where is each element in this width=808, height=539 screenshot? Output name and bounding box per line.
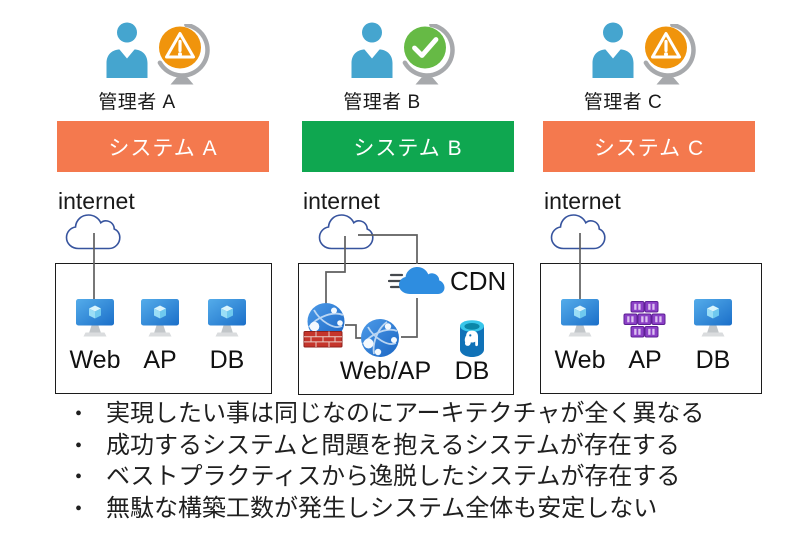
bullet-item: 実現したい事は同じなのにアーキテクチャが全く異なる	[62, 399, 772, 431]
node-web-c: Web	[545, 298, 615, 373]
system-banner-c: システム C	[543, 121, 755, 172]
vm-icon	[75, 298, 115, 342]
node-ap-a: AP	[125, 298, 195, 373]
vm-icon	[560, 298, 600, 342]
web-app-globe-icon	[360, 318, 400, 358]
bullet-item: 成功するシステムと問題を抱えるシステムが存在する	[62, 431, 772, 463]
app-gateway-firewall-icon	[303, 302, 347, 348]
postgres-db-icon	[459, 319, 485, 358]
system-banner-a: システム A	[57, 121, 269, 172]
column-system-b: 管理者 B システム B internet	[302, 0, 514, 400]
node-label: DB	[209, 346, 245, 374]
node-label: DB	[695, 346, 731, 374]
cdn-icon	[388, 264, 446, 298]
cdn-label: CDN	[450, 266, 507, 296]
internet-label-b: internet	[303, 188, 380, 214]
system-banner-b-label: システム B	[353, 136, 463, 160]
globe-check-icon	[401, 24, 459, 86]
internet-cloud-icon	[550, 213, 606, 253]
node-ap-c: AP	[610, 298, 680, 373]
admin-label-c: 管理者 C	[583, 92, 663, 113]
node-label: AP	[628, 346, 662, 374]
node-db-a: DB	[192, 298, 262, 373]
vm-icon	[207, 298, 247, 342]
containers-icon	[623, 301, 667, 338]
internet-cloud-icon	[318, 213, 374, 253]
bullet-item: 無駄な構築工数が発生しシステム全体も安定しない	[62, 494, 772, 526]
admin-label-a: 管理者 A	[98, 92, 176, 113]
person-icon	[589, 22, 637, 78]
person-icon	[103, 22, 151, 78]
column-system-c: 管理者 C システム C internet	[543, 0, 755, 400]
bullet-item: ベストプラクティスから逸脱したシステムが存在する	[62, 462, 772, 494]
internet-label-a: internet	[58, 188, 135, 214]
vm-icon	[140, 298, 180, 342]
system-banner-b: システム B	[302, 121, 514, 172]
architecture-box-c	[540, 263, 762, 394]
vm-icon	[693, 298, 733, 342]
globe-warning-icon	[642, 24, 700, 86]
system-banner-a-label: システム A	[108, 136, 218, 160]
person-icon	[348, 22, 396, 78]
summary-bullet-list: 実現したい事は同じなのにアーキテクチャが全く異なる 成功するシステムと問題を抱え…	[62, 399, 772, 525]
node-label: Web	[554, 346, 606, 374]
node-label: Web	[69, 346, 121, 374]
system-banner-c-label: システム C	[593, 136, 705, 160]
internet-label-c: internet	[544, 188, 621, 214]
node-label: AP	[143, 346, 177, 374]
admin-label-b: 管理者 B	[343, 92, 421, 113]
db-label-b: DB	[454, 357, 490, 385]
architecture-box-a	[55, 263, 272, 394]
globe-warning-icon	[156, 24, 214, 86]
webap-label: Web/AP	[339, 357, 432, 385]
internet-cloud-icon	[65, 213, 121, 253]
node-web-a: Web	[60, 298, 130, 373]
node-db-c: DB	[678, 298, 748, 373]
column-system-a: 管理者 A システム A internet	[57, 0, 269, 400]
